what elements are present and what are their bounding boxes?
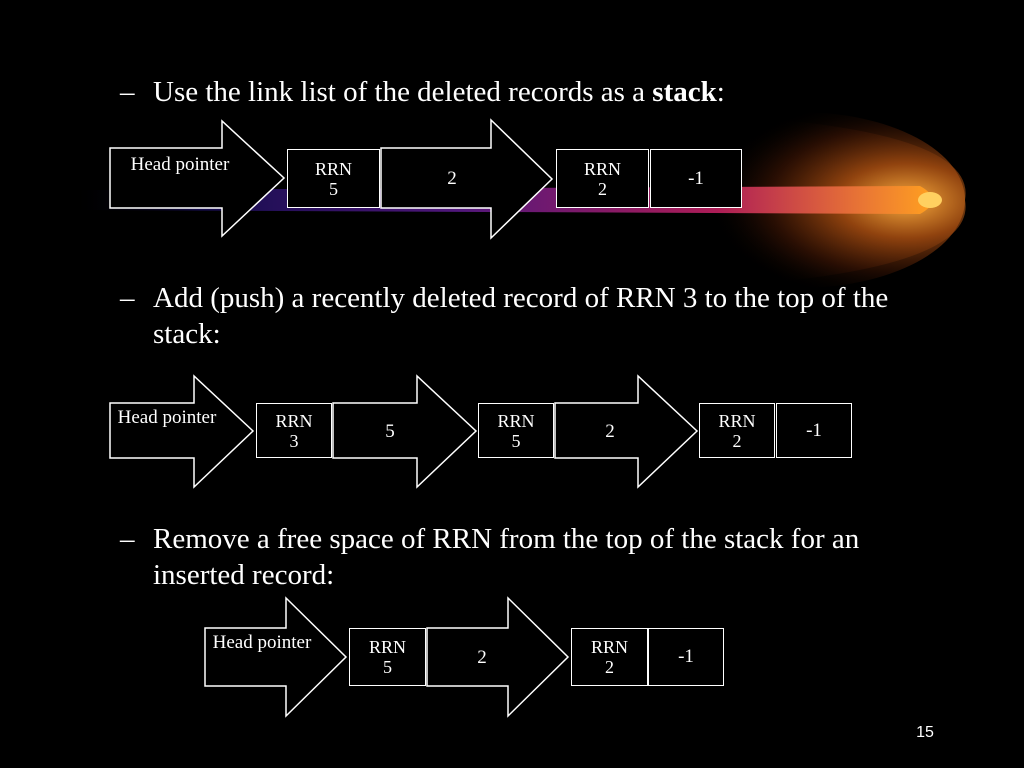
next-value-box: -1 — [648, 628, 724, 686]
next-arrow-shape — [554, 374, 699, 489]
next-value: 2 — [477, 647, 487, 668]
head-pointer-arrow-shape — [204, 596, 348, 718]
head-pointer-label: Head pointer — [117, 407, 217, 428]
next-value-box: -1 — [650, 149, 742, 208]
next-value: 2 — [605, 421, 615, 442]
rrn-box: RRN 5 — [349, 628, 426, 686]
rrn-box: RRN 2 — [571, 628, 648, 686]
bullet-dash: – — [120, 523, 135, 555]
bullet-dash: – — [120, 282, 135, 314]
bullet-dash: – — [120, 76, 135, 108]
rrn-box: RRN 5 — [478, 403, 554, 458]
next-value: 5 — [385, 421, 395, 442]
next-arrow-shape — [426, 596, 570, 718]
head-pointer-label: Head pointer — [130, 154, 230, 175]
next-value: 2 — [447, 168, 457, 189]
rrn-box: RRN 2 — [699, 403, 775, 458]
head-pointer-arrow-shape — [109, 119, 286, 238]
bullet-text: Add (push) a recently deleted record of … — [153, 282, 889, 350]
page-number: 15 — [916, 724, 934, 741]
bold-word: stack — [652, 76, 717, 108]
next-arrow-shape — [332, 374, 478, 489]
next-value-box: -1 — [776, 403, 852, 458]
rrn-box: RRN 5 — [287, 149, 380, 208]
head-pointer-arrow-shape — [109, 374, 255, 489]
rrn-box: RRN 2 — [556, 149, 649, 208]
bullet-text: Remove a free space of RRN from the top … — [153, 523, 860, 591]
rrn-box: RRN 3 — [256, 403, 332, 458]
bullet-text: Use the link list of the deleted records… — [153, 76, 725, 108]
head-pointer-label: Head pointer — [212, 632, 312, 653]
next-arrow-shape — [380, 118, 554, 240]
